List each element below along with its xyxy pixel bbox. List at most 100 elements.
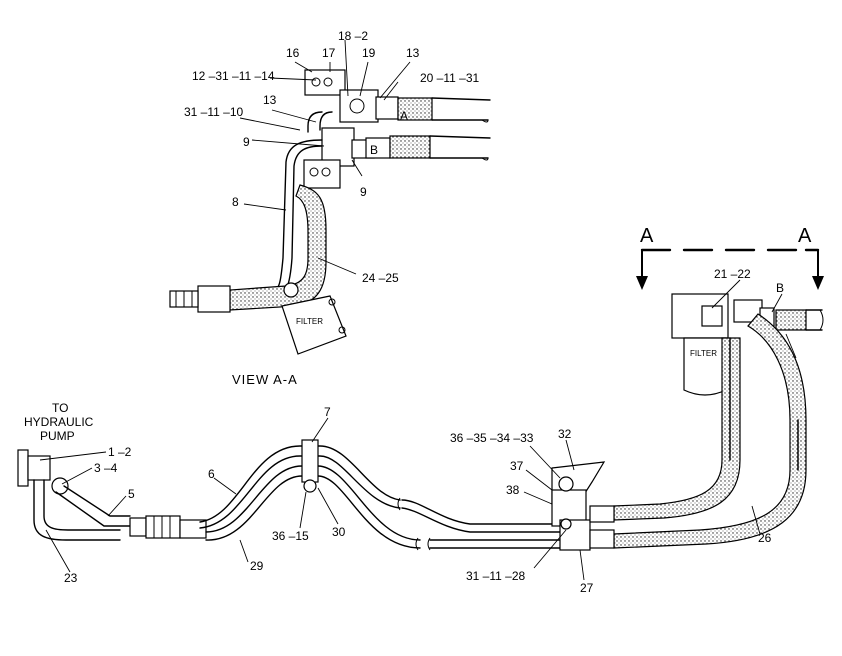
port-a-view: A — [400, 109, 408, 123]
tube-view-upper-end — [481, 119, 489, 123]
callout-24-25: 24 –25 — [362, 271, 399, 285]
callout-12-31-11-14: 12 –31 –11 –14 — [192, 69, 275, 83]
line-5 — [55, 485, 131, 527]
callout-13-mid: 13 — [263, 93, 277, 107]
valve-bracket: 36 –35 –34 –33 32 37 38 31 –11 –28 27 — [450, 427, 615, 595]
leader-26 — [751, 505, 761, 535]
callout-21-22: 21 –22 — [714, 267, 751, 281]
callout-19: 19 — [362, 46, 376, 60]
callout-3-4: 3 –4 — [94, 461, 118, 475]
callout-36-35-34-33: 36 –35 –34 –33 — [450, 431, 534, 445]
filter-view-elbow — [283, 282, 299, 298]
pump-elbow — [51, 477, 69, 495]
callout-9-right: 9 — [360, 185, 367, 199]
callout-37: 37 — [510, 459, 524, 473]
tube-view-upper — [431, 97, 491, 121]
leaders-pump — [39, 451, 127, 573]
filter-fitting — [701, 305, 723, 327]
leaders-valve — [523, 439, 585, 581]
tube-view-lower-end — [481, 157, 489, 161]
view-caption: VIEW A-A — [232, 372, 298, 387]
filter-outlet-hose — [775, 309, 807, 331]
callout-23: 23 — [64, 571, 78, 585]
nut-center-lines — [153, 516, 171, 538]
filter-canister — [683, 337, 727, 396]
callout-32: 32 — [558, 427, 572, 441]
hose-view-upper — [397, 97, 433, 121]
nut-center-left — [145, 515, 181, 539]
bolt-head-lower — [309, 167, 319, 177]
nut-center-left-2 — [179, 519, 207, 539]
section-arrowhead-right — [812, 276, 824, 290]
center-tubes: 7 6 29 36 –15 30 — [129, 405, 561, 573]
view-a-a: FILTER A B 16 17 18 –2 19 13 12 –31 –11 … — [169, 29, 491, 387]
callout-8: 8 — [232, 195, 239, 209]
callout-9-left: 9 — [243, 135, 250, 149]
callout-16: 16 — [286, 46, 300, 60]
filter-label: FILTER — [690, 349, 717, 358]
filter-outlet-end — [819, 309, 824, 331]
fitting-valve-lower — [589, 529, 615, 549]
leaders-view — [239, 39, 411, 275]
bolt-head-lower-2 — [321, 167, 331, 177]
filter-view-bolt — [328, 298, 336, 306]
nut-view-lines — [175, 291, 193, 307]
valve-37-bolt — [558, 476, 574, 492]
valve-block — [304, 69, 346, 96]
filter-view — [281, 295, 347, 355]
fitting-center-left — [129, 517, 147, 537]
tube-center-right — [401, 499, 561, 533]
filter-view-label: FILTER — [296, 317, 323, 326]
bolt-head-upper-2 — [323, 77, 333, 87]
hose-26-inner-lines — [729, 337, 799, 471]
callout-7: 7 — [324, 405, 331, 419]
leaders-filter — [711, 279, 797, 359]
callout-1-2: 1 –2 — [108, 445, 132, 459]
filter-view-bolt-2 — [338, 326, 346, 334]
tube-breaks — [397, 497, 431, 551]
port-b-main: B — [776, 281, 784, 295]
hose-26a — [613, 337, 741, 521]
hose-26b — [613, 313, 807, 549]
port-b-view: B — [370, 143, 378, 157]
callout-36-15: 36 –15 — [272, 529, 309, 543]
valve-block-upper — [339, 89, 379, 123]
callout-38: 38 — [506, 483, 520, 497]
callout-26: 26 — [758, 531, 772, 545]
filter-outlet-tube — [805, 309, 823, 331]
pump-label-line3: PUMP — [40, 429, 75, 443]
section-marker: A A — [636, 225, 824, 290]
valve-27-bolt — [560, 518, 572, 530]
callout-20-11-31: 20 –11 –31 — [420, 71, 479, 85]
fitting-top-right — [375, 96, 399, 120]
fitting-view-left — [197, 285, 231, 313]
tube-6 — [199, 445, 401, 529]
tube-center-right-lower — [429, 539, 561, 549]
pump-label-line2: HYDRAULIC — [24, 415, 94, 429]
clip-7 — [301, 439, 319, 483]
bolt-head-upper — [311, 77, 321, 87]
bolt-head — [349, 98, 365, 114]
callout-31-11-28: 31 –11 –28 — [466, 569, 525, 583]
elbow-view — [307, 111, 333, 133]
pump-label-line1: TO — [52, 401, 68, 415]
callout-6: 6 — [208, 467, 215, 481]
callout-31-11-10: 31 –11 –10 — [184, 105, 243, 119]
section-letter-left: A — [640, 225, 654, 247]
section-arrowhead-left — [636, 276, 648, 290]
callout-30: 30 — [332, 525, 346, 539]
clip-bolt — [303, 479, 317, 493]
pump-flange — [17, 449, 29, 487]
tube-view-lower — [429, 135, 491, 159]
line-23 — [33, 479, 121, 541]
callout-29: 29 — [250, 559, 264, 573]
callout-5: 5 — [128, 487, 135, 501]
pump-end: TO HYDRAULIC PUMP 1 –2 3 –4 5 23 — [17, 401, 135, 585]
pump-fitting — [27, 455, 51, 481]
hose-view-lower — [389, 135, 431, 159]
leaders-center — [213, 417, 339, 563]
fitting-valve-upper — [589, 505, 615, 523]
callout-17: 17 — [322, 46, 336, 60]
callout-27: 27 — [580, 581, 594, 595]
